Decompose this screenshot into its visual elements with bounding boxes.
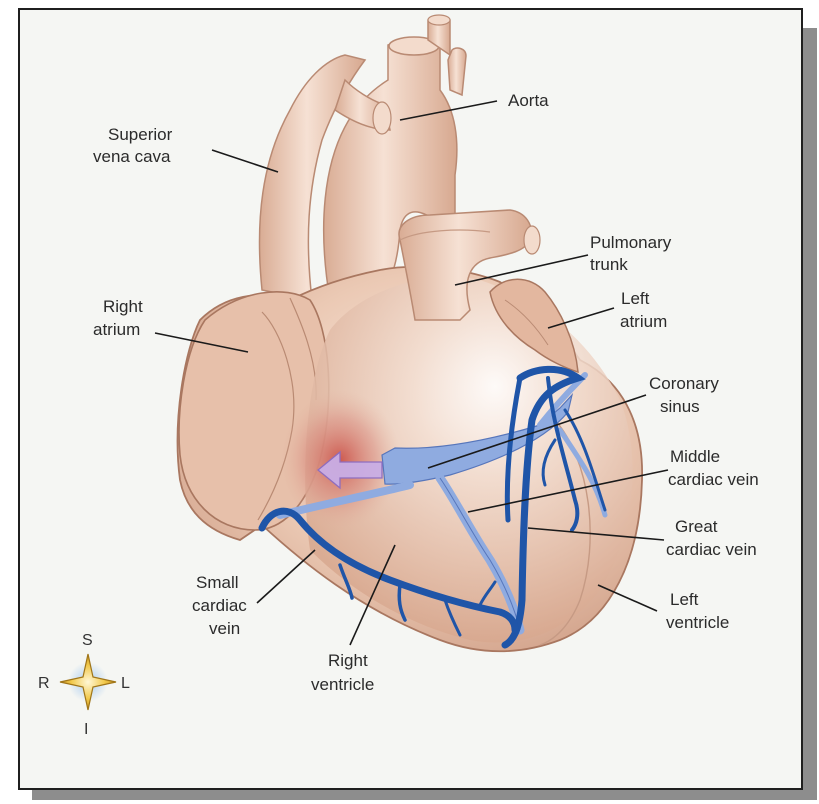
- label-right-atrium-line1: Right: [103, 297, 143, 316]
- compass-left: L: [121, 675, 130, 692]
- label-small-cardiac-line2: cardiac: [192, 596, 247, 615]
- label-small-cardiac-line3: vein: [209, 619, 240, 638]
- label-svc-line1: Superior: [108, 125, 173, 144]
- label-coronary-sinus-line1: Coronary: [649, 374, 719, 393]
- label-coronary-sinus-line2: sinus: [660, 397, 700, 416]
- leader-svc: [212, 150, 278, 172]
- brachiocephalic-opening: [373, 102, 391, 134]
- leader-small-cardiac: [257, 550, 315, 603]
- label-left-ventricle-line1: Left: [670, 590, 699, 609]
- compass-superior: S: [82, 632, 93, 649]
- pulmonary-opening: [524, 226, 540, 254]
- aortic-branch-2: [448, 48, 466, 95]
- label-aorta: Aorta: [508, 91, 549, 110]
- label-pulmonary-line1: Pulmonary: [590, 233, 672, 252]
- label-left-ventricle-line2: ventricle: [666, 613, 729, 632]
- aortic-branch-opening-1: [428, 15, 450, 25]
- label-middle-cardiac-line2: cardiac vein: [668, 470, 759, 489]
- label-left-atrium-line2: atrium: [620, 312, 667, 331]
- compass-right: R: [38, 675, 50, 692]
- label-right-atrium-line2: atrium: [93, 320, 140, 339]
- label-pulmonary-line2: trunk: [590, 255, 628, 274]
- label-middle-cardiac-line1: Middle: [670, 447, 720, 466]
- label-great-cardiac-line2: cardiac vein: [666, 540, 757, 559]
- compass-inferior: I: [84, 721, 88, 738]
- label-great-cardiac-line1: Great: [675, 517, 718, 536]
- label-right-ventricle-line1: Right: [328, 651, 368, 670]
- label-left-atrium-line1: Left: [621, 289, 650, 308]
- orientation-compass: S I R L: [38, 632, 130, 738]
- compass-star-icon: [60, 654, 116, 710]
- label-small-cardiac-line1: Small: [196, 573, 239, 592]
- label-svc-line2: vena cava: [93, 147, 171, 166]
- label-right-ventricle-line2: ventricle: [311, 675, 374, 694]
